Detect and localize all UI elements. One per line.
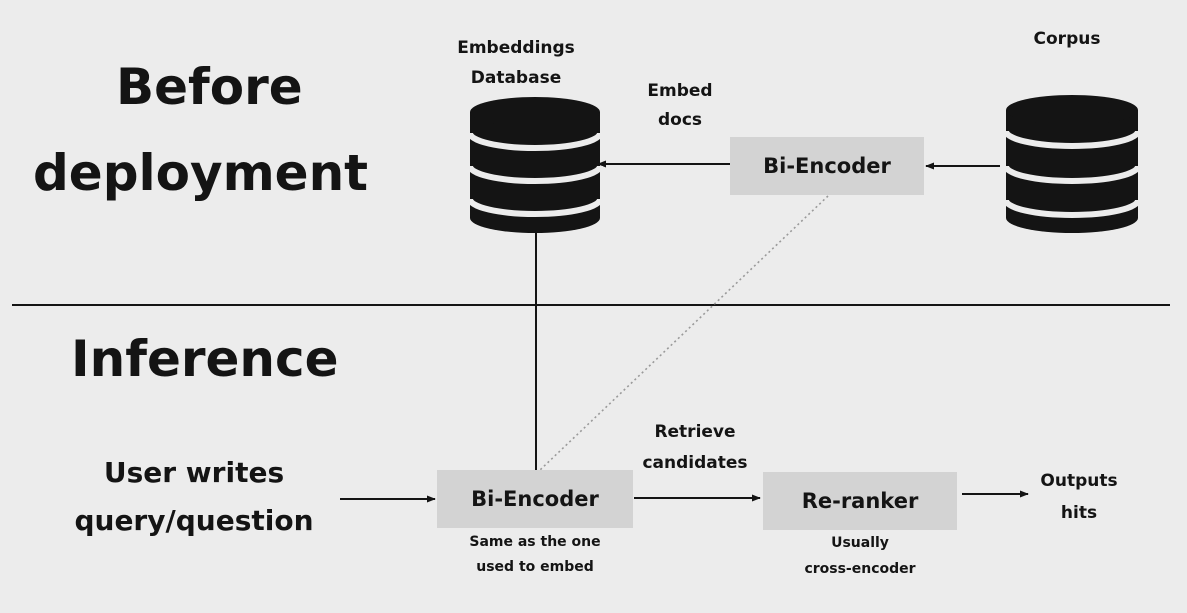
- corpus-label: Corpus: [1033, 29, 1101, 49]
- corpus-database-icon: [1003, 95, 1141, 233]
- bi-encoder-box-bottom: Bi-Encoder: [437, 470, 633, 528]
- user-query-label-line-1: User writes: [103, 456, 285, 489]
- embed-docs-label-line-1: Embed: [647, 81, 713, 101]
- section-title-before-line-1: Before: [116, 58, 303, 116]
- bi-encoder-bottom-label: Bi-Encoder: [471, 487, 599, 511]
- same-encoder-dotted-link: [539, 195, 829, 471]
- section-title-inference: Inference: [71, 330, 339, 388]
- reranker-note-line-1: Usually: [831, 535, 889, 551]
- outputs-hits-label-line-2: hits: [1060, 503, 1098, 523]
- bi-encoder-top-label: Bi-Encoder: [763, 154, 891, 178]
- outputs-hits-label-line-1: Outputs: [1040, 471, 1118, 491]
- embeddings-database-label-line-1: Embeddings: [457, 38, 575, 58]
- retrieve-candidates-label-line-1: Retrieve: [654, 422, 736, 442]
- embeddings-database-label-line-2: Database: [470, 68, 562, 88]
- embed-docs-label-line-2: docs: [657, 110, 703, 130]
- retrieve-candidates-label-line-2: candidates: [642, 453, 748, 473]
- bi-encoder-box-top: Bi-Encoder: [730, 137, 924, 195]
- section-title-before-line-2: deployment: [33, 144, 369, 202]
- reranker-note-line-2: cross-encoder: [804, 561, 916, 577]
- embeddings-database-icon: [467, 97, 603, 233]
- bi-encoder-note-line-2: used to embed: [476, 559, 594, 575]
- reranker-box: Re-ranker: [763, 472, 957, 530]
- user-query-label-line-2: query/question: [74, 504, 314, 537]
- bi-encoder-note-line-1: Same as the one: [469, 534, 601, 550]
- reranker-label: Re-ranker: [801, 489, 919, 513]
